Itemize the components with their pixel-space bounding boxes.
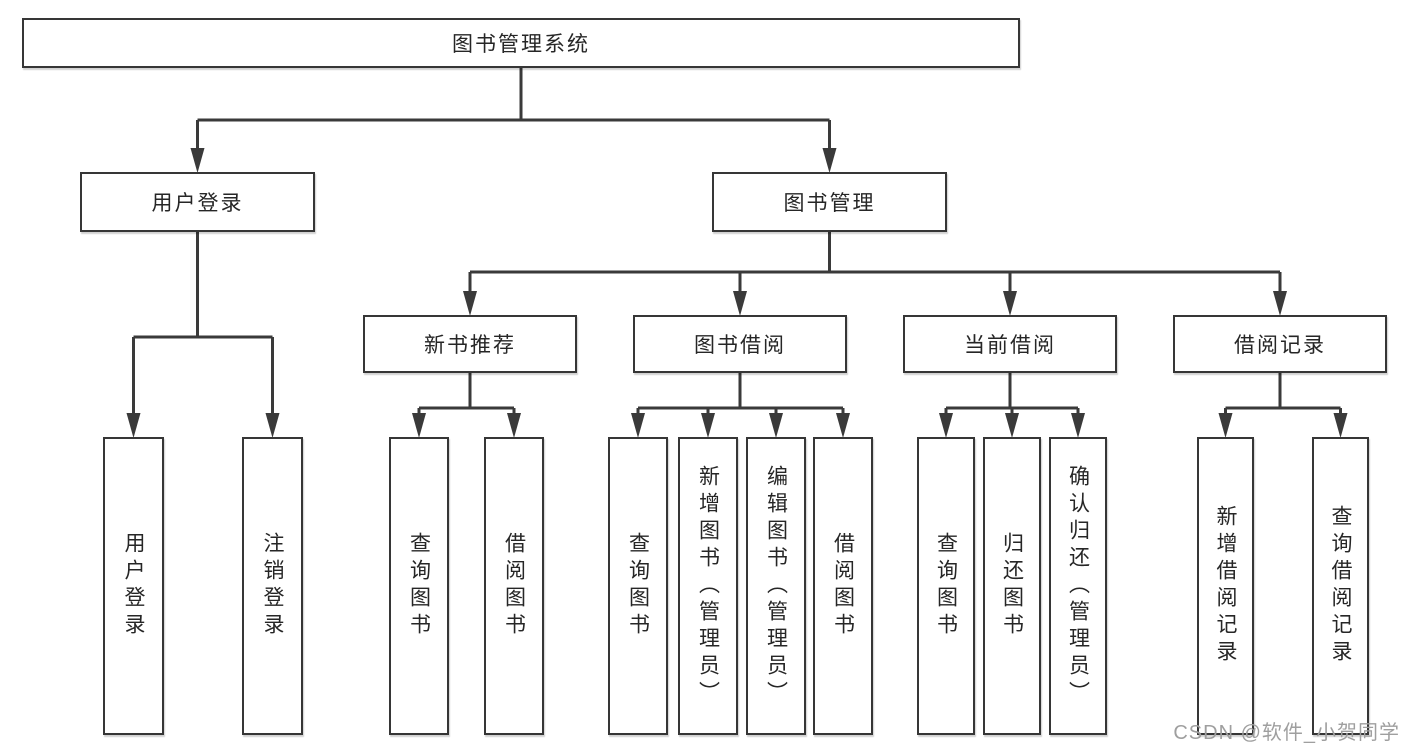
node-root-library-management-system: 图书管理系统	[22, 18, 1020, 68]
connectors-root-to-level2	[190, 68, 837, 173]
leaf-records-query-record: 查询借阅记录	[1312, 437, 1369, 735]
node-new-book-recommend: 新书推荐	[363, 315, 577, 373]
connectors-user-login-to-leaves	[126, 232, 280, 438]
leaf-recommend-query-books: 查询图书	[389, 437, 449, 735]
connectors-borrowing-records-to-leaves	[1218, 373, 1348, 438]
leaf-current-confirm-return-admin: 确认归还（管理员）	[1049, 437, 1107, 735]
leaf-borrowing-edit-books-admin: 编辑图书（管理员）	[746, 437, 806, 735]
leaf-logout-login: 注销登录	[242, 437, 303, 735]
leaf-borrowing-query-books: 查询图书	[608, 437, 668, 735]
leaf-records-add-record: 新增借阅记录	[1197, 437, 1254, 735]
leaf-current-return-books: 归还图书	[983, 437, 1041, 735]
node-book-borrowing: 图书借阅	[633, 315, 847, 373]
connectors-book-borrowing-to-leaves	[631, 373, 850, 438]
leaf-user-login: 用户登录	[103, 437, 164, 735]
connectors-book-management-to-level3	[463, 232, 1287, 316]
leaf-borrowing-borrow-books: 借阅图书	[813, 437, 873, 735]
connectors-current-borrowing-to-leaves	[939, 373, 1085, 438]
leaf-borrowing-add-books-admin: 新增图书（管理员）	[678, 437, 738, 735]
node-user-login: 用户登录	[80, 172, 315, 232]
leaf-current-query-books: 查询图书	[917, 437, 975, 735]
csdn-watermark: CSDN @软件_小贺同学	[1173, 722, 1400, 744]
node-current-borrowing: 当前借阅	[903, 315, 1117, 373]
connectors-new-book-recommend-to-leaves	[412, 373, 521, 438]
node-borrowing-records: 借阅记录	[1173, 315, 1387, 373]
leaf-recommend-borrow-books: 借阅图书	[484, 437, 544, 735]
node-book-management: 图书管理	[712, 172, 947, 232]
